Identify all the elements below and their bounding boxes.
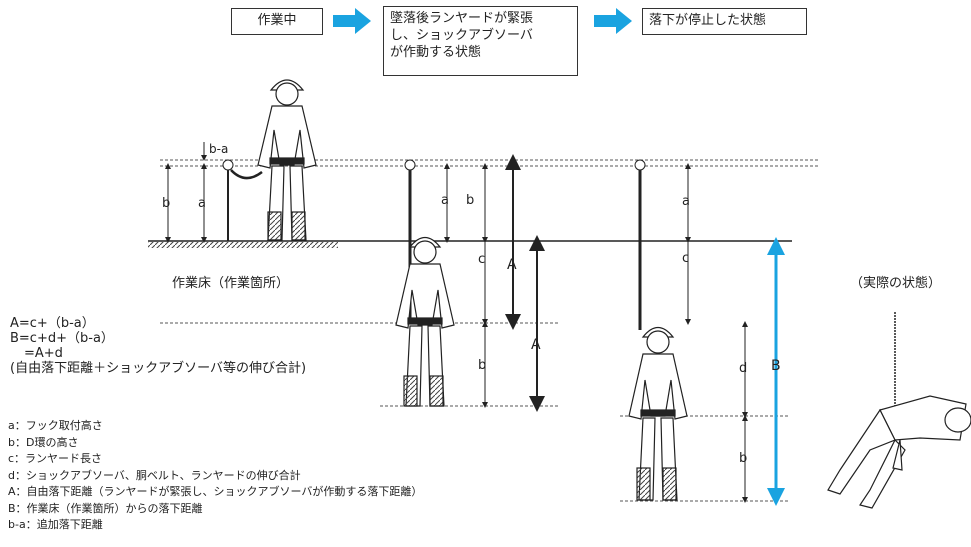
hook-2 [404, 159, 416, 171]
label-A-upper: A [507, 257, 517, 273]
label-a-stage1: a [198, 196, 206, 211]
flow-arrow-2 [594, 8, 632, 34]
legend-item: a：フック取付高さ [8, 419, 103, 432]
formula-block: A=c+（b-a） B=c+d+（b-a） =A+d (自由落下距離＋ショックア… [10, 316, 306, 376]
flow-arrow-1 [333, 8, 371, 34]
stage-stopped-box: 落下が停止した状態 [642, 8, 807, 35]
worker-standing [257, 79, 317, 241]
label-b-minus-a: b-a [209, 142, 228, 156]
legend-item: B：作業床（作業箇所）からの落下距離 [8, 501, 203, 515]
stage-working-box: 作業中 [231, 8, 323, 35]
formula-B: B=c+d+（b-a） [10, 331, 114, 346]
work-floor-hatch [148, 242, 338, 248]
label-A-lower: A [531, 337, 541, 353]
hook-3 [634, 159, 646, 171]
work-floor-label: 作業床（作業箇所） [172, 276, 290, 291]
label-b-stage2: b [466, 193, 474, 208]
label-b-lower-stage2: b [478, 358, 486, 373]
label-B: B [771, 358, 781, 374]
label-c-stage2: c [478, 252, 485, 267]
formula-A: A=c+（b-a） [10, 316, 95, 331]
lanyard-coiled [230, 169, 263, 180]
formula-B-equals: =A+d [24, 346, 63, 361]
stage-lanyard-line-3: が作動する状態 [390, 45, 482, 60]
stage-lanyard-line-1: 墜落後ランヤードが緊張 [390, 11, 534, 26]
stage-stopped-label: 落下が停止した状態 [649, 13, 767, 28]
actual-state-label: （実際の状態） [850, 276, 942, 291]
hook-1 [222, 159, 234, 171]
stage-working-label: 作業中 [257, 13, 297, 28]
label-a-stage2: a [441, 193, 449, 208]
formula-note: (自由落下距離＋ショックアブソーバ等の伸び合計) [10, 361, 307, 376]
stage-lanyard-tension-box: 墜落後ランヤードが緊張 し、ショックアブソーバ が作動する状態 [383, 6, 578, 76]
legend: a：フック取付高さ b：D環の高さ c：ランヤード長さ d：ショックアブソーバ、… [8, 418, 422, 534]
worker-falling [395, 236, 455, 407]
label-c-stage3: c [682, 251, 689, 266]
label-d-stage3: d [739, 361, 747, 376]
label-a-stage3: a [682, 194, 690, 209]
actual-state-figure [827, 312, 971, 509]
stage-lanyard-line-2: し、ショックアブソーバ [390, 28, 533, 43]
label-b-stage1: b [162, 196, 170, 211]
label-b-stage3: b [739, 451, 747, 466]
legend-item: c：ランヤード長さ [8, 452, 103, 465]
legend-item: b-a：追加落下距離 [8, 518, 103, 531]
worker-suspended [628, 326, 688, 501]
legend-item: A：自由落下距離（ランヤードが緊張し、ショックアブソーバが作動する落下距離） [8, 485, 423, 498]
legend-item: b：D環の高さ [8, 435, 79, 449]
legend-item: d：ショックアブソーバ、胴ベルト、ランヤードの伸び合計 [8, 468, 301, 482]
